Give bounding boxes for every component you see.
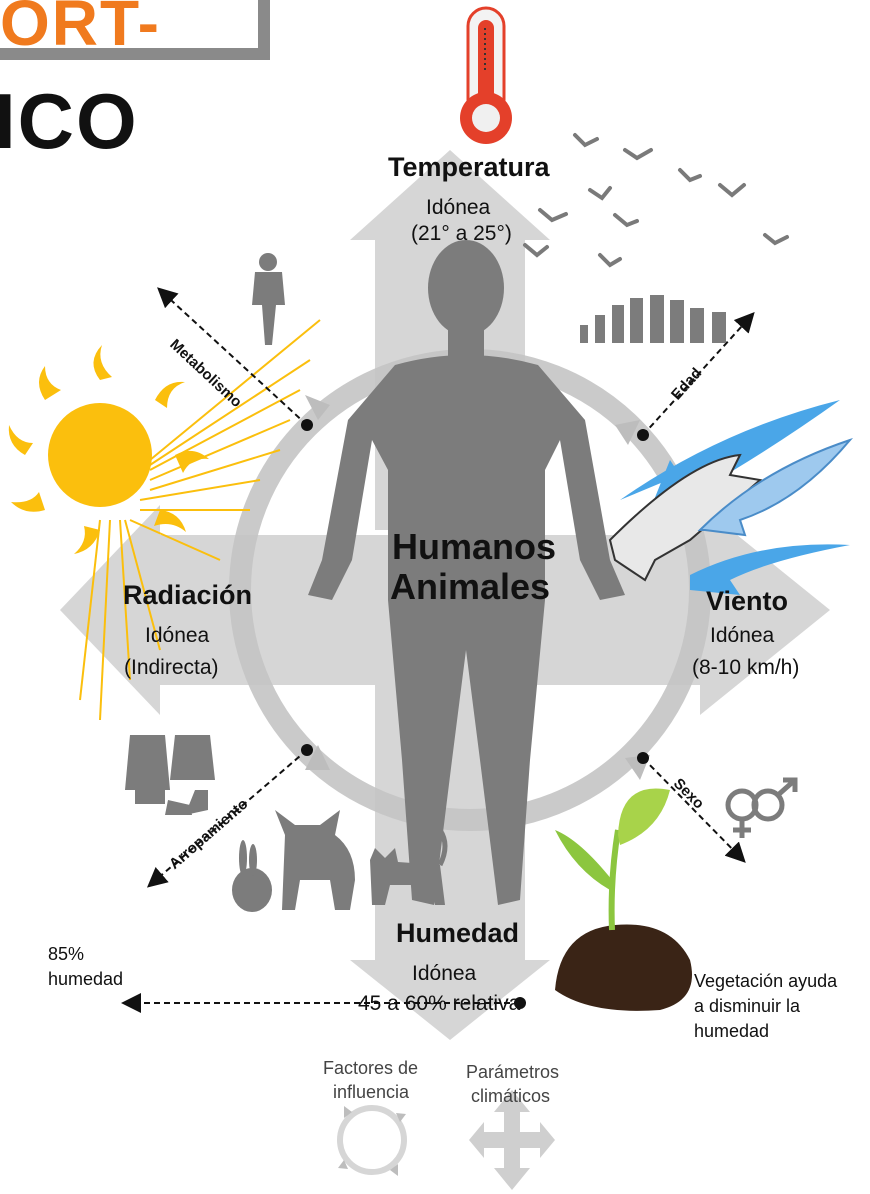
age-progression-icon — [580, 295, 726, 343]
vegetation-note-line-1: Vegetación ayuda — [694, 969, 837, 994]
vegetation-note-line-2: a disminuir la — [694, 994, 800, 1019]
humidity-note-line-1: 85% — [48, 942, 84, 967]
param-temperatura-sub1: Idónea — [426, 196, 490, 220]
metabolism-person-icon — [252, 253, 285, 345]
vegetation-note-line-3: humedad — [694, 1019, 769, 1044]
param-viento-sub1: Idónea — [710, 624, 774, 648]
param-radiacion-sub1: Idónea — [145, 624, 209, 648]
humidity-note-line-2: humedad — [48, 967, 123, 992]
legend-parametros-line-1: Parámetros — [466, 1060, 559, 1084]
legend-factores-line-2: influencia — [333, 1080, 409, 1104]
center-label-line-2: Animales — [390, 568, 550, 606]
gender-symbols-icon — [728, 780, 795, 838]
center-label-line-1: Humanos — [392, 528, 556, 566]
param-viento-name: Viento — [706, 586, 788, 617]
param-radiacion-name: Radiación — [123, 580, 252, 611]
birds-icon — [525, 135, 787, 265]
thermometer-icon — [460, 8, 512, 144]
clothing-icon — [125, 735, 215, 815]
legend-parametros-line-2: climáticos — [471, 1084, 550, 1108]
legend-ring-icon — [338, 1106, 406, 1176]
param-humedad-sub1: Idónea — [412, 962, 476, 986]
param-humedad-sub2: 45 a 60% relativa — [358, 992, 520, 1016]
param-temperatura-sub2: (21° a 25°) — [411, 222, 512, 246]
plant-icon — [555, 788, 692, 1010]
param-temperatura-name: Temperatura — [388, 152, 550, 183]
legend-factores-line-1: Factores de — [323, 1056, 418, 1080]
param-radiacion-sub2: (Indirecta) — [124, 656, 219, 680]
param-humedad-name: Humedad — [396, 918, 519, 949]
param-viento-sub2: (8-10 km/h) — [692, 656, 799, 680]
